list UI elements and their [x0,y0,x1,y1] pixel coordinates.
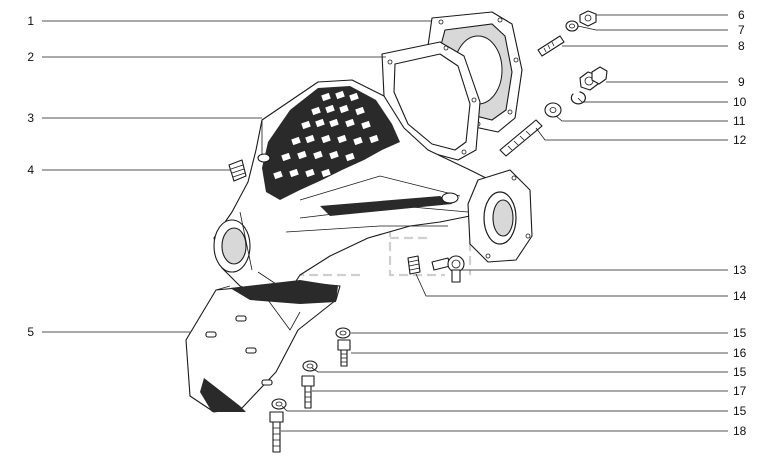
callout-14: 14 [733,289,747,303]
part-7-washer [565,20,579,32]
callout-7: 7 [738,23,745,37]
callout-6: 6 [738,8,745,22]
callout-3: 3 [27,111,34,125]
callout-15-b: 15 [733,365,747,379]
callout-13: 13 [733,263,747,277]
callout-17: 17 [733,384,747,398]
part-6-nut [579,10,597,27]
callout-15-c: 15 [733,404,747,418]
part-11-washer [544,102,562,118]
part-15-washer-b [302,360,318,372]
part-14-plug [407,255,421,275]
part-3-housing [213,79,533,301]
part-9-nut [579,66,608,91]
callout-2: 2 [27,50,34,64]
part-5-bracket [185,280,341,413]
callout-9: 9 [738,75,745,89]
part-15-washer-a [335,327,351,339]
callout-10: 10 [733,95,747,109]
callout-15-a: 15 [733,326,747,340]
callout-16: 16 [733,346,747,360]
callout-4: 4 [27,163,34,177]
callout-1: 1 [27,14,34,28]
callout-12: 12 [733,133,747,147]
callout-8: 8 [738,39,745,53]
callout-5: 5 [27,325,34,339]
part-18-bolt [269,411,284,453]
callout-11: 11 [733,114,746,128]
part-13-breather [431,255,465,283]
part-16-bolt [337,339,351,367]
part-12-stud [499,119,543,157]
part-8-stud [537,35,565,57]
part-10-spring-washer [570,91,586,105]
part-4-plug [228,159,247,182]
callout-18: 18 [733,424,747,438]
part-17-bolt [301,375,315,409]
leader-lines [42,14,728,432]
